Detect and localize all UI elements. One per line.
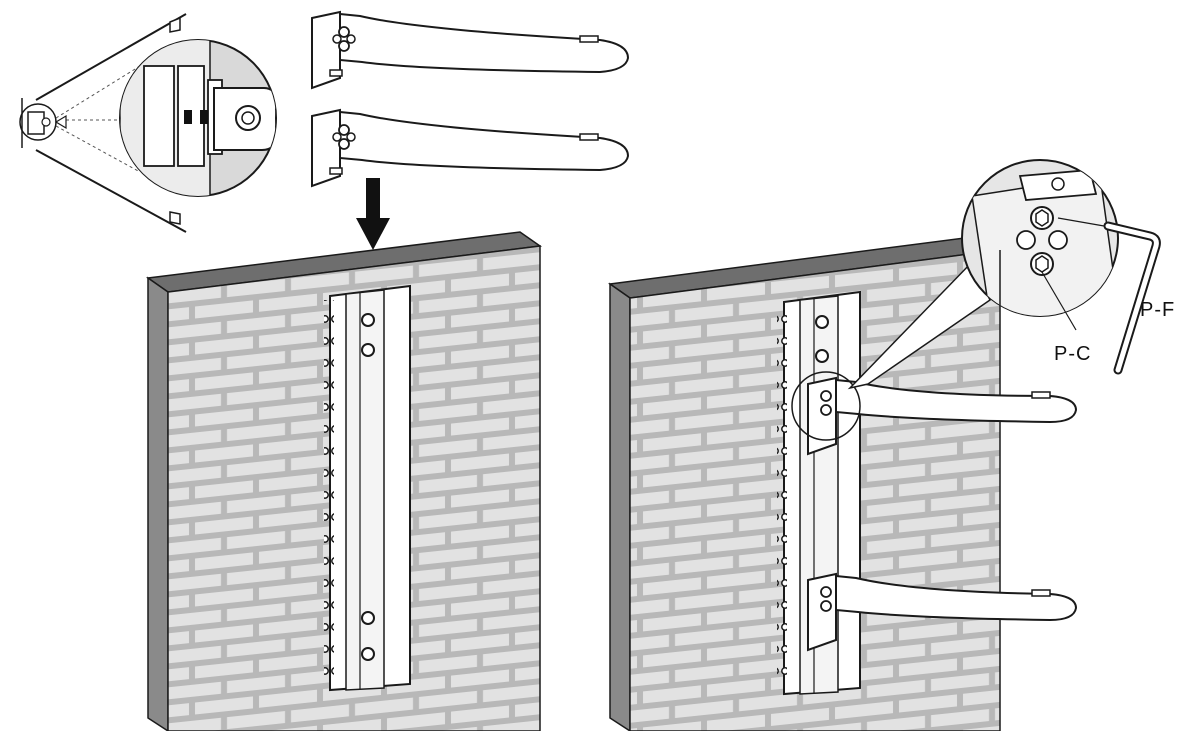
right-upper-mounted-arm — [791, 371, 1078, 456]
label-pc: P-C — [1054, 343, 1091, 365]
pc-leader-line — [1041, 271, 1077, 331]
left-wall-assembly — [145, 178, 543, 731]
fastener-detail-magnified — [961, 159, 1119, 317]
label-pf: P-F — [1140, 299, 1175, 321]
right-wall-assembly: P-C P-F — [607, 159, 1175, 731]
right-lower-mounted-arm — [807, 572, 1078, 652]
allen-key-icon — [1057, 217, 1161, 375]
detail-callout-wedge — [847, 260, 991, 390]
left-wall-side — [147, 276, 169, 731]
bracket-arm-top — [311, 10, 630, 90]
down-arrow-icon — [356, 178, 390, 250]
right-wall-side — [609, 282, 631, 731]
left-wall-rail — [324, 284, 411, 692]
bracket-arm-bottom — [311, 108, 630, 188]
speaker-top-view-detail — [19, 13, 277, 233]
